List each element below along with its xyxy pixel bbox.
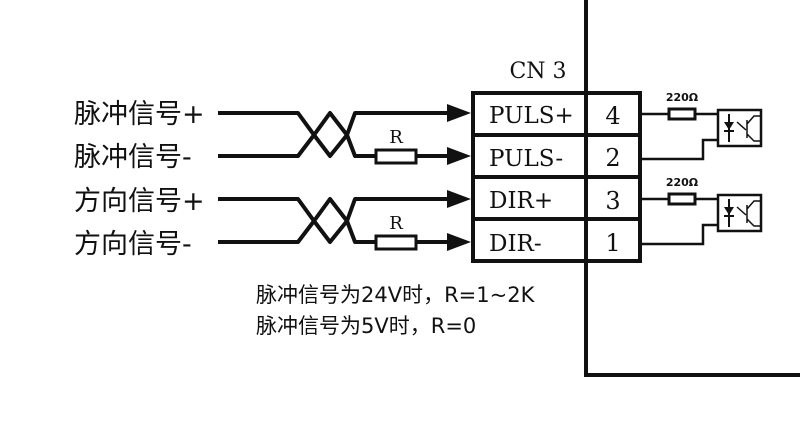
wire-dir-minus (218, 197, 375, 244)
wire-pulse-minus (218, 111, 375, 158)
connector-name: CN 3 (509, 59, 566, 84)
resistor-dir (374, 234, 418, 251)
arrowheads (447, 104, 471, 251)
pin-3: 3 (605, 187, 620, 215)
wire-dir-plus (218, 197, 447, 244)
light-ray-icon (736, 206, 747, 216)
terminal-dir-minus: DIR- (489, 231, 542, 257)
internal-resistor-dir (667, 192, 697, 206)
internal-resistor-pulse-label: 220Ω (666, 91, 699, 104)
note-5v: 脉冲信号为5V时，R=0 (256, 314, 476, 338)
pin-2: 2 (605, 144, 620, 172)
signal-label-pulse-plus: 脉冲信号+ (74, 99, 205, 130)
signal-label-dir-plus: 方向信号+ (74, 186, 205, 217)
internal-resistor-dir-label: 220Ω (666, 176, 699, 189)
led-diode-icon (724, 207, 734, 215)
terminal-puls-minus: PULS- (489, 146, 563, 172)
light-ray-icon (736, 121, 747, 131)
optocoupler-dir (716, 193, 763, 233)
phototransistor-icon (746, 115, 760, 142)
signal-label-pulse-minus: 脉冲信号- (74, 142, 192, 173)
arrow-puls-minus (447, 147, 471, 165)
arrow-puls-plus (447, 104, 471, 122)
driver-enclosure (584, 0, 800, 377)
pulse-opto-circuit (641, 112, 718, 161)
connector-cn3 (471, 91, 642, 263)
signal-label-dir-minus: 方向信号- (74, 229, 192, 260)
pin-1: 1 (605, 229, 620, 257)
resistor-dir-label: R (389, 213, 403, 234)
arrow-dir-plus (447, 190, 471, 208)
led-diode-icon (724, 122, 734, 130)
resistor-pulse-label: R (389, 127, 403, 148)
dir-twisted-pair (218, 197, 447, 244)
arrow-dir-minus (447, 233, 471, 251)
note-24v: 脉冲信号为24V时，R=1~2K (256, 283, 536, 307)
optocoupler-pulse (716, 108, 763, 148)
resistor-pulse (374, 148, 418, 165)
pulse-twisted-pair (218, 111, 447, 158)
wire-pulse-plus (218, 111, 447, 158)
pin-4: 4 (605, 102, 620, 130)
terminal-dir-plus: DIR+ (489, 188, 553, 214)
dir-opto-circuit (641, 197, 718, 246)
phototransistor-icon (746, 200, 760, 227)
terminal-puls-plus: PULS+ (489, 103, 574, 129)
internal-resistor-pulse (667, 107, 697, 121)
